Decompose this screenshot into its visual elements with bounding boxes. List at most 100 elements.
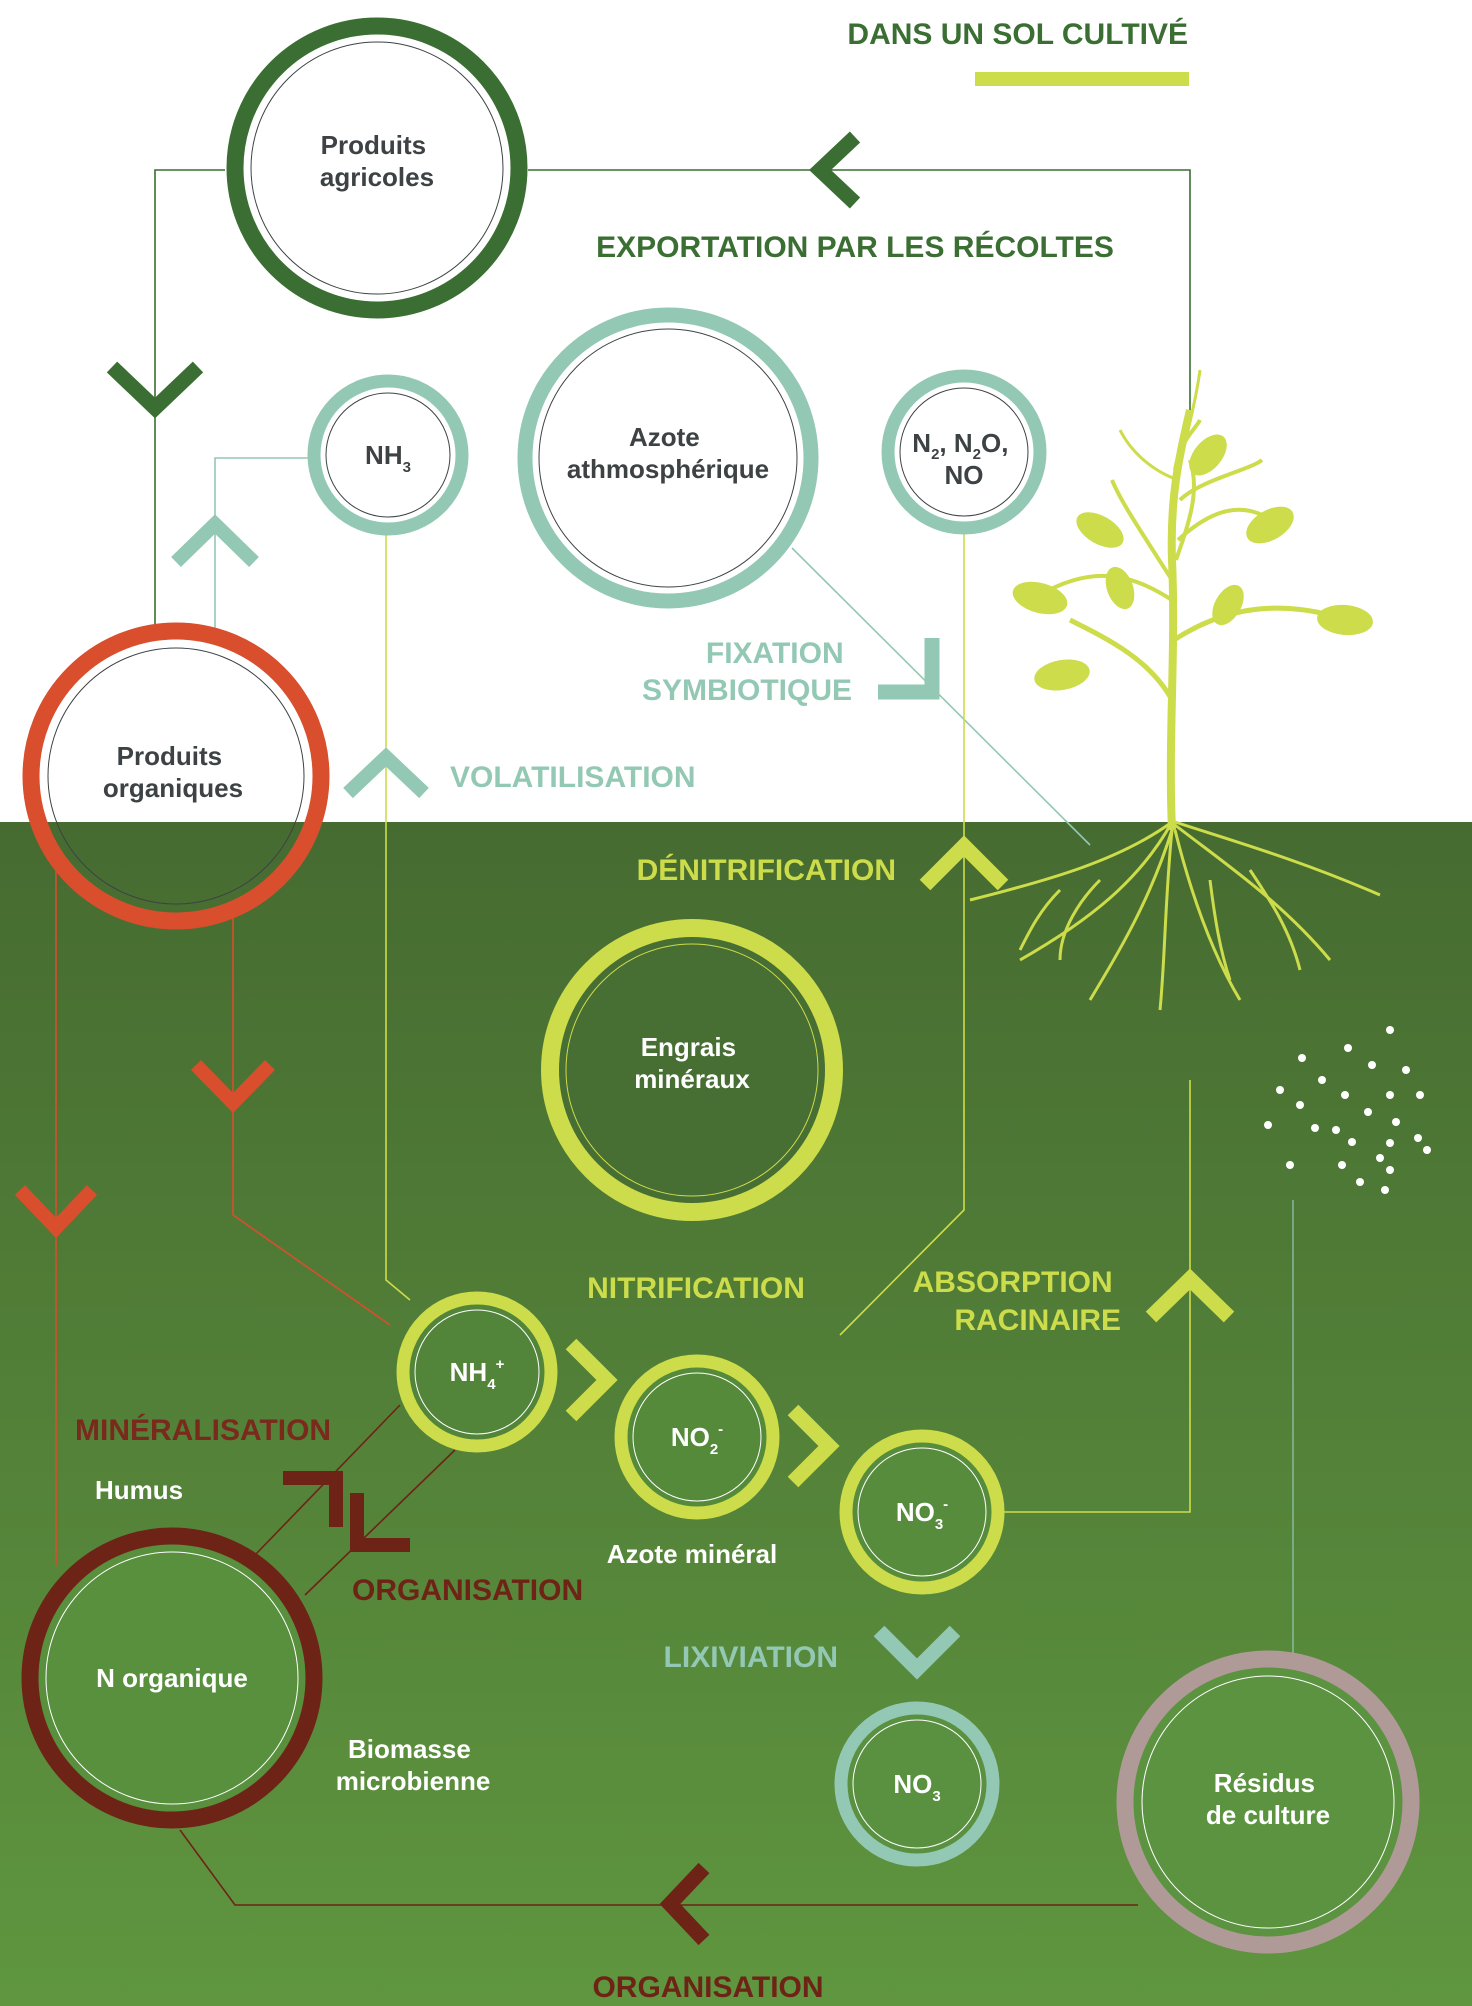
node-nh4: NH4+: [396, 1291, 558, 1453]
label-biomasse-line1: Biomasse: [348, 1734, 471, 1764]
label-organisation-bottom: ORGANISATION: [592, 1971, 823, 2004]
label-fixation-line2: SYMBIOTIQUE: [642, 674, 852, 707]
node-no2: NO2-: [614, 1354, 780, 1520]
organisation-corner-icon: [350, 1493, 410, 1552]
n2-line1-sub1: 2: [931, 446, 939, 463]
no3-base: NO: [896, 1497, 935, 1527]
no3-leached-base: NO: [893, 1769, 932, 1799]
residues-organisation-line: [179, 1829, 1138, 1906]
nh4-sup: +: [496, 1356, 505, 1373]
title-underline: [975, 72, 1189, 86]
nitrification-right-chevron-icon-2: [787, 1404, 840, 1488]
node-engrais-mineraux: Engrais minéraux: [541, 919, 843, 1221]
n2-line2: NO: [945, 460, 984, 490]
residus-line2: de culture: [1206, 1800, 1330, 1830]
organic-down-chevron-icon-right: [190, 1060, 276, 1114]
svg-text:ABSORPTION RACINAIRE: ABSORPTION RACINAIRE: [913, 1266, 1121, 1337]
label-denitrification: DÉNITRIFICATION: [637, 853, 896, 887]
no2-base: NO: [671, 1422, 710, 1452]
nh3-base: NH: [365, 440, 403, 470]
svg-text:N2, N2O, NO: N2, N2O, NO: [912, 428, 1015, 490]
export-down-chevron-icon: [106, 361, 204, 419]
organisation-left-chevron-icon: [659, 1862, 710, 1946]
svg-text:Biomasse microbienne: Biomasse microbienne: [336, 1734, 491, 1796]
produits-organiques-line2: organiques: [103, 773, 243, 803]
residus-line1: Résidus: [1214, 1768, 1315, 1798]
produits-organiques-line1: Produits: [117, 741, 222, 771]
svg-text:NH4+: NH4+: [450, 1356, 505, 1393]
svg-text:NO3: NO3: [893, 1769, 940, 1805]
denitrification-up-chevron-icon: [919, 835, 1009, 891]
no2-sub: 2: [710, 1441, 718, 1458]
fixation-flow-line: [791, 547, 1091, 846]
produits-agricoles-line1: Produits: [321, 130, 426, 160]
absorption-up-chevron-icon: [1145, 1268, 1235, 1323]
no3-sub: 3: [935, 1516, 943, 1533]
n2-line1-b: , N: [939, 428, 972, 458]
label-volatilisation: VOLATILISATION: [450, 761, 696, 794]
svg-text:Engrais minéraux: Engrais minéraux: [634, 1032, 750, 1094]
label-azote-mineral: Azote minéral: [607, 1539, 778, 1569]
n2-line1-c: O,: [981, 428, 1008, 458]
azote-line1: Azote: [629, 422, 700, 452]
n2-line1-sub2: 2: [973, 446, 981, 463]
label-mineralisation: MINÉRALISATION: [75, 1413, 331, 1447]
label-humus: Humus: [95, 1475, 183, 1505]
organic-down-chevron-icon-left: [14, 1185, 98, 1239]
node-nh3: NH3: [307, 374, 469, 536]
svg-text:NO2-: NO2-: [671, 1421, 723, 1458]
produits-agricoles-line2: agricoles: [320, 162, 434, 192]
residue-particles: [1264, 1026, 1431, 1194]
no3-sup: -: [943, 1496, 948, 1513]
azote-line2: athmosphérique: [567, 454, 769, 484]
svg-text:FIXATION SYMBIOTIQUE: FIXATION SYMBIOTIQUE: [642, 637, 852, 707]
label-fixation-line1: FIXATION: [706, 637, 844, 670]
node-residus-culture: Résidus de culture: [1116, 1650, 1420, 1954]
svg-text:Résidus de culture: Résidus de culture: [1206, 1768, 1330, 1830]
nh4-sub: 4: [487, 1376, 496, 1393]
label-absorption-line2: RACINAIRE: [954, 1304, 1121, 1337]
export-left-chevron-icon: [809, 131, 861, 209]
lixiviation-down-chevron-icon: [873, 1625, 961, 1680]
engrais-line2: minéraux: [634, 1064, 750, 1094]
norganique-nh4-line-b: [304, 1449, 456, 1596]
no3-leached-sub: 3: [932, 1788, 940, 1805]
label-biomasse-line2: microbienne: [336, 1766, 491, 1796]
nitrification-right-chevron-icon-1: [565, 1338, 618, 1422]
svg-text:Produits agricoles: Produits agricoles: [320, 130, 434, 192]
fixation-corner-icon: [878, 638, 940, 700]
node-produits-organiques: Produits organiques: [22, 622, 330, 930]
plant-illustration: [969, 369, 1381, 1011]
volatilisation-flow-line: [214, 457, 310, 632]
denitrification-flow-line: [839, 530, 965, 1336]
node-azote-atmospherique: Azote athmosphérique: [517, 307, 819, 609]
no2-sup: -: [718, 1421, 723, 1438]
absorption-flow-line: [1000, 1080, 1191, 1513]
svg-text:NH3: NH3: [365, 440, 411, 476]
export-flow-line: [528, 169, 1191, 410]
svg-text:Produits organiques: Produits organiques: [103, 741, 243, 803]
label-lixiviation: LIXIVIATION: [664, 1641, 838, 1674]
label-nitrification: NITRIFICATION: [587, 1272, 805, 1305]
svg-text:Azote athmosphérique: Azote athmosphérique: [567, 422, 769, 484]
n-organique-text: N organique: [96, 1663, 248, 1693]
label-organisation-mid: ORGANISATION: [352, 1574, 583, 1607]
label-absorption-line1: ABSORPTION: [913, 1266, 1113, 1299]
nh3-sub: 3: [403, 459, 411, 476]
node-no3-leached: NO3: [834, 1701, 1000, 1867]
node-n2-n2o-no: N2, N2O, NO: [881, 369, 1047, 535]
n2-line1-a: N: [912, 428, 931, 458]
nh3-to-nh4-line: [385, 535, 411, 1301]
mineralisation-corner-icon: [283, 1471, 343, 1527]
organic-to-nh4-line: [232, 915, 391, 1326]
nh4-base: NH: [450, 1357, 488, 1387]
node-n-organique: N organique: [21, 1527, 323, 1829]
export-return-line: [154, 169, 225, 632]
svg-text:NO3-: NO3-: [896, 1496, 948, 1533]
volatilisation-up-chevron-icon: [343, 747, 429, 799]
label-exportation: EXPORTATION PAR LES RÉCOLTES: [596, 230, 1114, 264]
node-produits-agricoles: Produits agricoles: [226, 17, 528, 319]
volatilisation-up-chevron-icon-left: [171, 514, 259, 568]
